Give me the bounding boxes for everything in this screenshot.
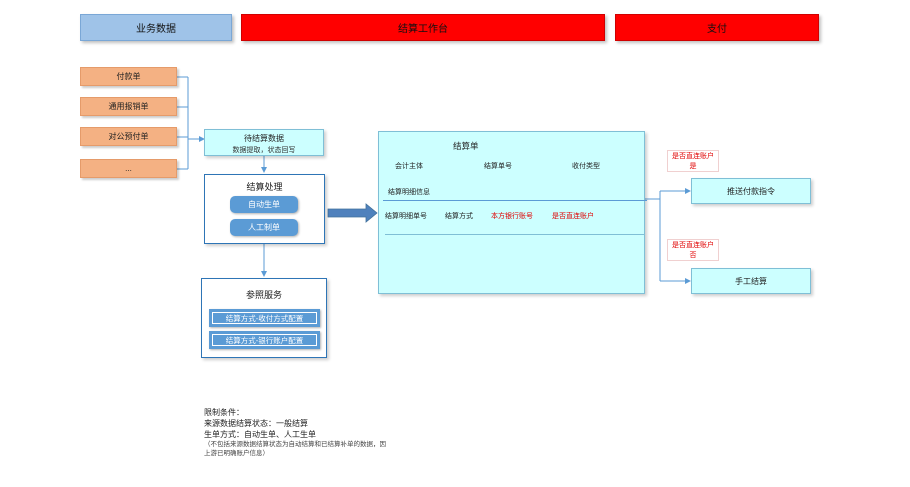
auto-generate-label: 自动生单 <box>248 200 280 209</box>
constraints-line2: 生单方式：自动生单、人工生单 <box>204 430 316 439</box>
detail-field-number: 结算明细单号 <box>385 213 427 220</box>
reference-title: 参照服务 <box>245 290 282 300</box>
field-receipt-type: 收付类型 <box>572 163 600 170</box>
field-accounting-entity: 会计主体 <box>395 163 423 170</box>
processing-to-settlement-arrow <box>327 203 378 223</box>
reference-item-bank-account[interactable]: 结算方式-银行账户配置 <box>209 331 320 349</box>
source-item: ... <box>80 159 177 178</box>
header-workbench-label: 结算工作台 <box>398 24 448 35</box>
source-item-label: 付款单 <box>116 72 141 81</box>
reference-item-label: 结算方式-银行账户配置 <box>212 334 317 346</box>
header-right-label: 支付 <box>707 24 727 35</box>
reference-panel: 参照服务 结算方式-收付方式配置 结算方式-银行账户配置 <box>201 278 327 358</box>
pending-subtitle: 数据提取，状态回写 <box>232 147 296 154</box>
reference-item-label: 结算方式-收付方式配置 <box>212 312 317 324</box>
source-item: 付款单 <box>80 67 177 86</box>
branch-no-label: 是否直连账户 否 <box>667 239 719 261</box>
processing-title: 结算处理 <box>246 182 283 192</box>
constraints-line4: 上游已明确账户信息） <box>204 450 269 457</box>
source-item: 对公预付单 <box>80 127 177 146</box>
header-business-data: 业务数据 <box>80 14 232 41</box>
header-workbench: 结算工作台 <box>241 14 605 41</box>
branch-yes-line1: 是否直连账户 <box>672 153 714 160</box>
processing-panel: 结算处理 自动生单 人工制单 <box>204 174 325 244</box>
constraints-title: 限制条件： <box>204 408 244 417</box>
constraints-note: 限制条件： 来源数据结算状态：一般结算 生单方式：自动生单、人工生单 （不包括来… <box>204 407 386 458</box>
header-business-data-label: 业务数据 <box>136 24 176 35</box>
detail-field-direct-account: 是否直连账户 <box>552 213 594 220</box>
manual-create-label: 人工制单 <box>248 223 280 232</box>
settlement-title: 结算单 <box>453 141 479 151</box>
pending-title: 待结算数据 <box>244 134 284 143</box>
pending-data-box: 待结算数据 数据提取，状态回写 <box>204 129 324 156</box>
branch-no-line2: 否 <box>689 252 697 259</box>
source-item-label: ... <box>125 164 132 173</box>
source-item-label: 通用报销单 <box>108 102 149 111</box>
source-item-label: 对公预付单 <box>108 132 149 141</box>
push-payment-command-box: 推送付款指令 <box>691 178 811 204</box>
detail-divider-top <box>383 200 647 201</box>
field-settlement-number: 结算单号 <box>484 163 512 170</box>
constraints-line3: （不包括来源数据结算状态为自动结算和已结算补单的数据，因 <box>204 441 386 448</box>
source-item: 通用报销单 <box>80 97 177 116</box>
manual-create-button[interactable]: 人工制单 <box>230 219 298 236</box>
reference-item-payment-method[interactable]: 结算方式-收付方式配置 <box>209 309 320 327</box>
branch-connectors <box>645 188 691 284</box>
branch-no-line1: 是否直连账户 <box>672 242 714 249</box>
detail-field-bank-account: 本方银行账号 <box>491 213 533 220</box>
manual-settlement-label: 手工结算 <box>735 276 767 286</box>
auto-generate-button[interactable]: 自动生单 <box>230 196 298 213</box>
detail-section-label: 结算明细信息 <box>388 189 430 196</box>
detail-divider-bottom <box>385 234 645 235</box>
detail-field-method: 结算方式 <box>445 213 473 220</box>
branch-yes-line2: 是 <box>689 163 697 170</box>
header-right: 支付 <box>615 14 819 41</box>
constraints-line1: 来源数据结算状态：一般结算 <box>204 419 308 428</box>
push-payment-command-label: 推送付款指令 <box>727 186 775 196</box>
settlement-document: 结算单 会计主体 结算单号 收付类型 结算明细信息 结算明细单号 结算方式 本方… <box>378 131 647 294</box>
branch-yes-label: 是否直连账户 是 <box>667 150 719 172</box>
manual-settlement-box: 手工结算 <box>691 268 811 294</box>
source-connectors <box>177 76 205 170</box>
